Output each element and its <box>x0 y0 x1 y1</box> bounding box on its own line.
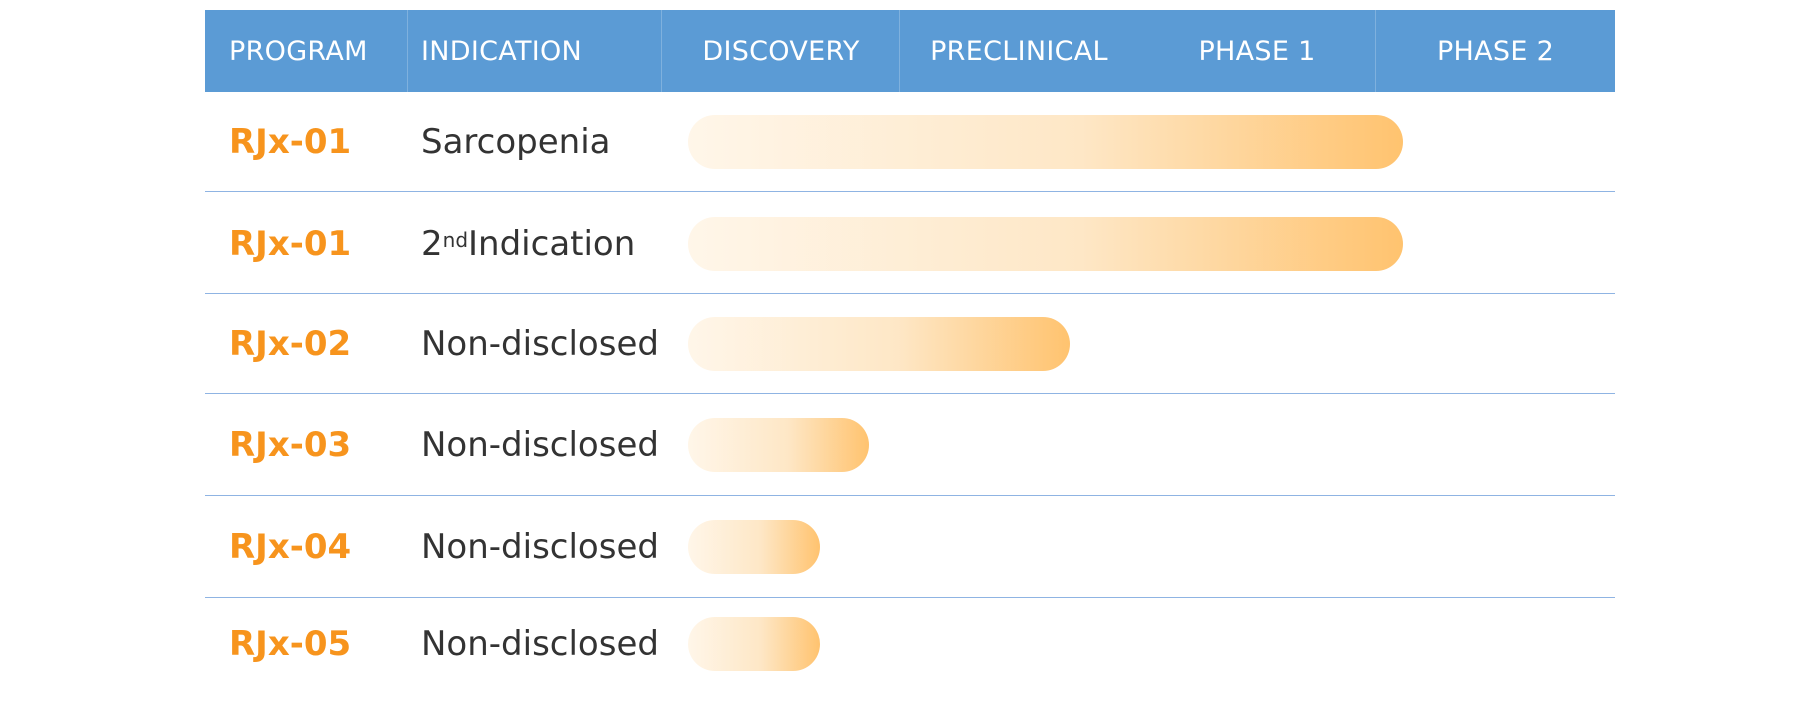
program-label: RJx-01 <box>229 224 352 264</box>
header-separator <box>1375 10 1376 92</box>
table-row: RJx-01 Sarcopenia <box>205 92 1615 192</box>
table-row: RJx-05 Non-disclosed <box>205 598 1615 690</box>
header-phase2: PHASE 2 <box>1436 35 1555 67</box>
table-row: RJx-03 Non-disclosed <box>205 394 1615 496</box>
indication-label: Non-disclosed <box>421 294 659 394</box>
header-separator <box>661 10 662 92</box>
header-program: PROGRAM <box>229 35 368 67</box>
header-separator <box>899 10 900 92</box>
indication-superscript: nd <box>442 228 469 252</box>
program-label: RJx-02 <box>229 324 352 364</box>
program-label: RJx-04 <box>229 527 352 567</box>
header-separator <box>407 10 408 92</box>
indication-text: Non-disclosed <box>421 624 659 664</box>
indication-text: Non-disclosed <box>421 425 659 465</box>
progress-bar <box>688 217 1403 271</box>
header-phase1: PHASE 1 <box>1198 35 1316 67</box>
progress-bar <box>688 317 1070 371</box>
program-label: RJx-03 <box>229 425 352 465</box>
progress-bar <box>688 520 820 574</box>
indication-label: Non-disclosed <box>421 394 659 496</box>
progress-bar <box>688 115 1403 169</box>
row-divider <box>205 494 1615 496</box>
row-divider <box>205 292 1615 294</box>
progress-bar <box>688 617 820 671</box>
header-preclinical: PRECLINICAL <box>930 35 1108 67</box>
row-divider <box>205 392 1615 394</box>
indication-text: Sarcopenia <box>421 122 611 162</box>
table-header: PROGRAM INDICATION DISCOVERY PRECLINICAL… <box>205 10 1615 92</box>
program-label: RJx-05 <box>229 624 352 664</box>
row-divider <box>205 190 1615 192</box>
indication-text: Non-disclosed <box>421 324 659 364</box>
table-row: RJx-04 Non-disclosed <box>205 496 1615 598</box>
header-discovery: DISCOVERY <box>702 35 860 67</box>
progress-bar <box>688 418 869 472</box>
table-row: RJx-02 Non-disclosed <box>205 294 1615 394</box>
program-label: RJx-01 <box>229 122 352 162</box>
indication-label: Non-disclosed <box>421 496 659 598</box>
indication-text: Indication <box>468 224 636 264</box>
indication-label: Non-disclosed <box>421 598 659 690</box>
indication-label: Sarcopenia <box>421 92 610 192</box>
indication-text: Non-disclosed <box>421 527 659 567</box>
indication-prefix: 2 <box>421 224 443 264</box>
header-indication: INDICATION <box>421 35 583 67</box>
row-divider <box>205 596 1615 598</box>
pipeline-table: PROGRAM INDICATION DISCOVERY PRECLINICAL… <box>205 10 1615 690</box>
